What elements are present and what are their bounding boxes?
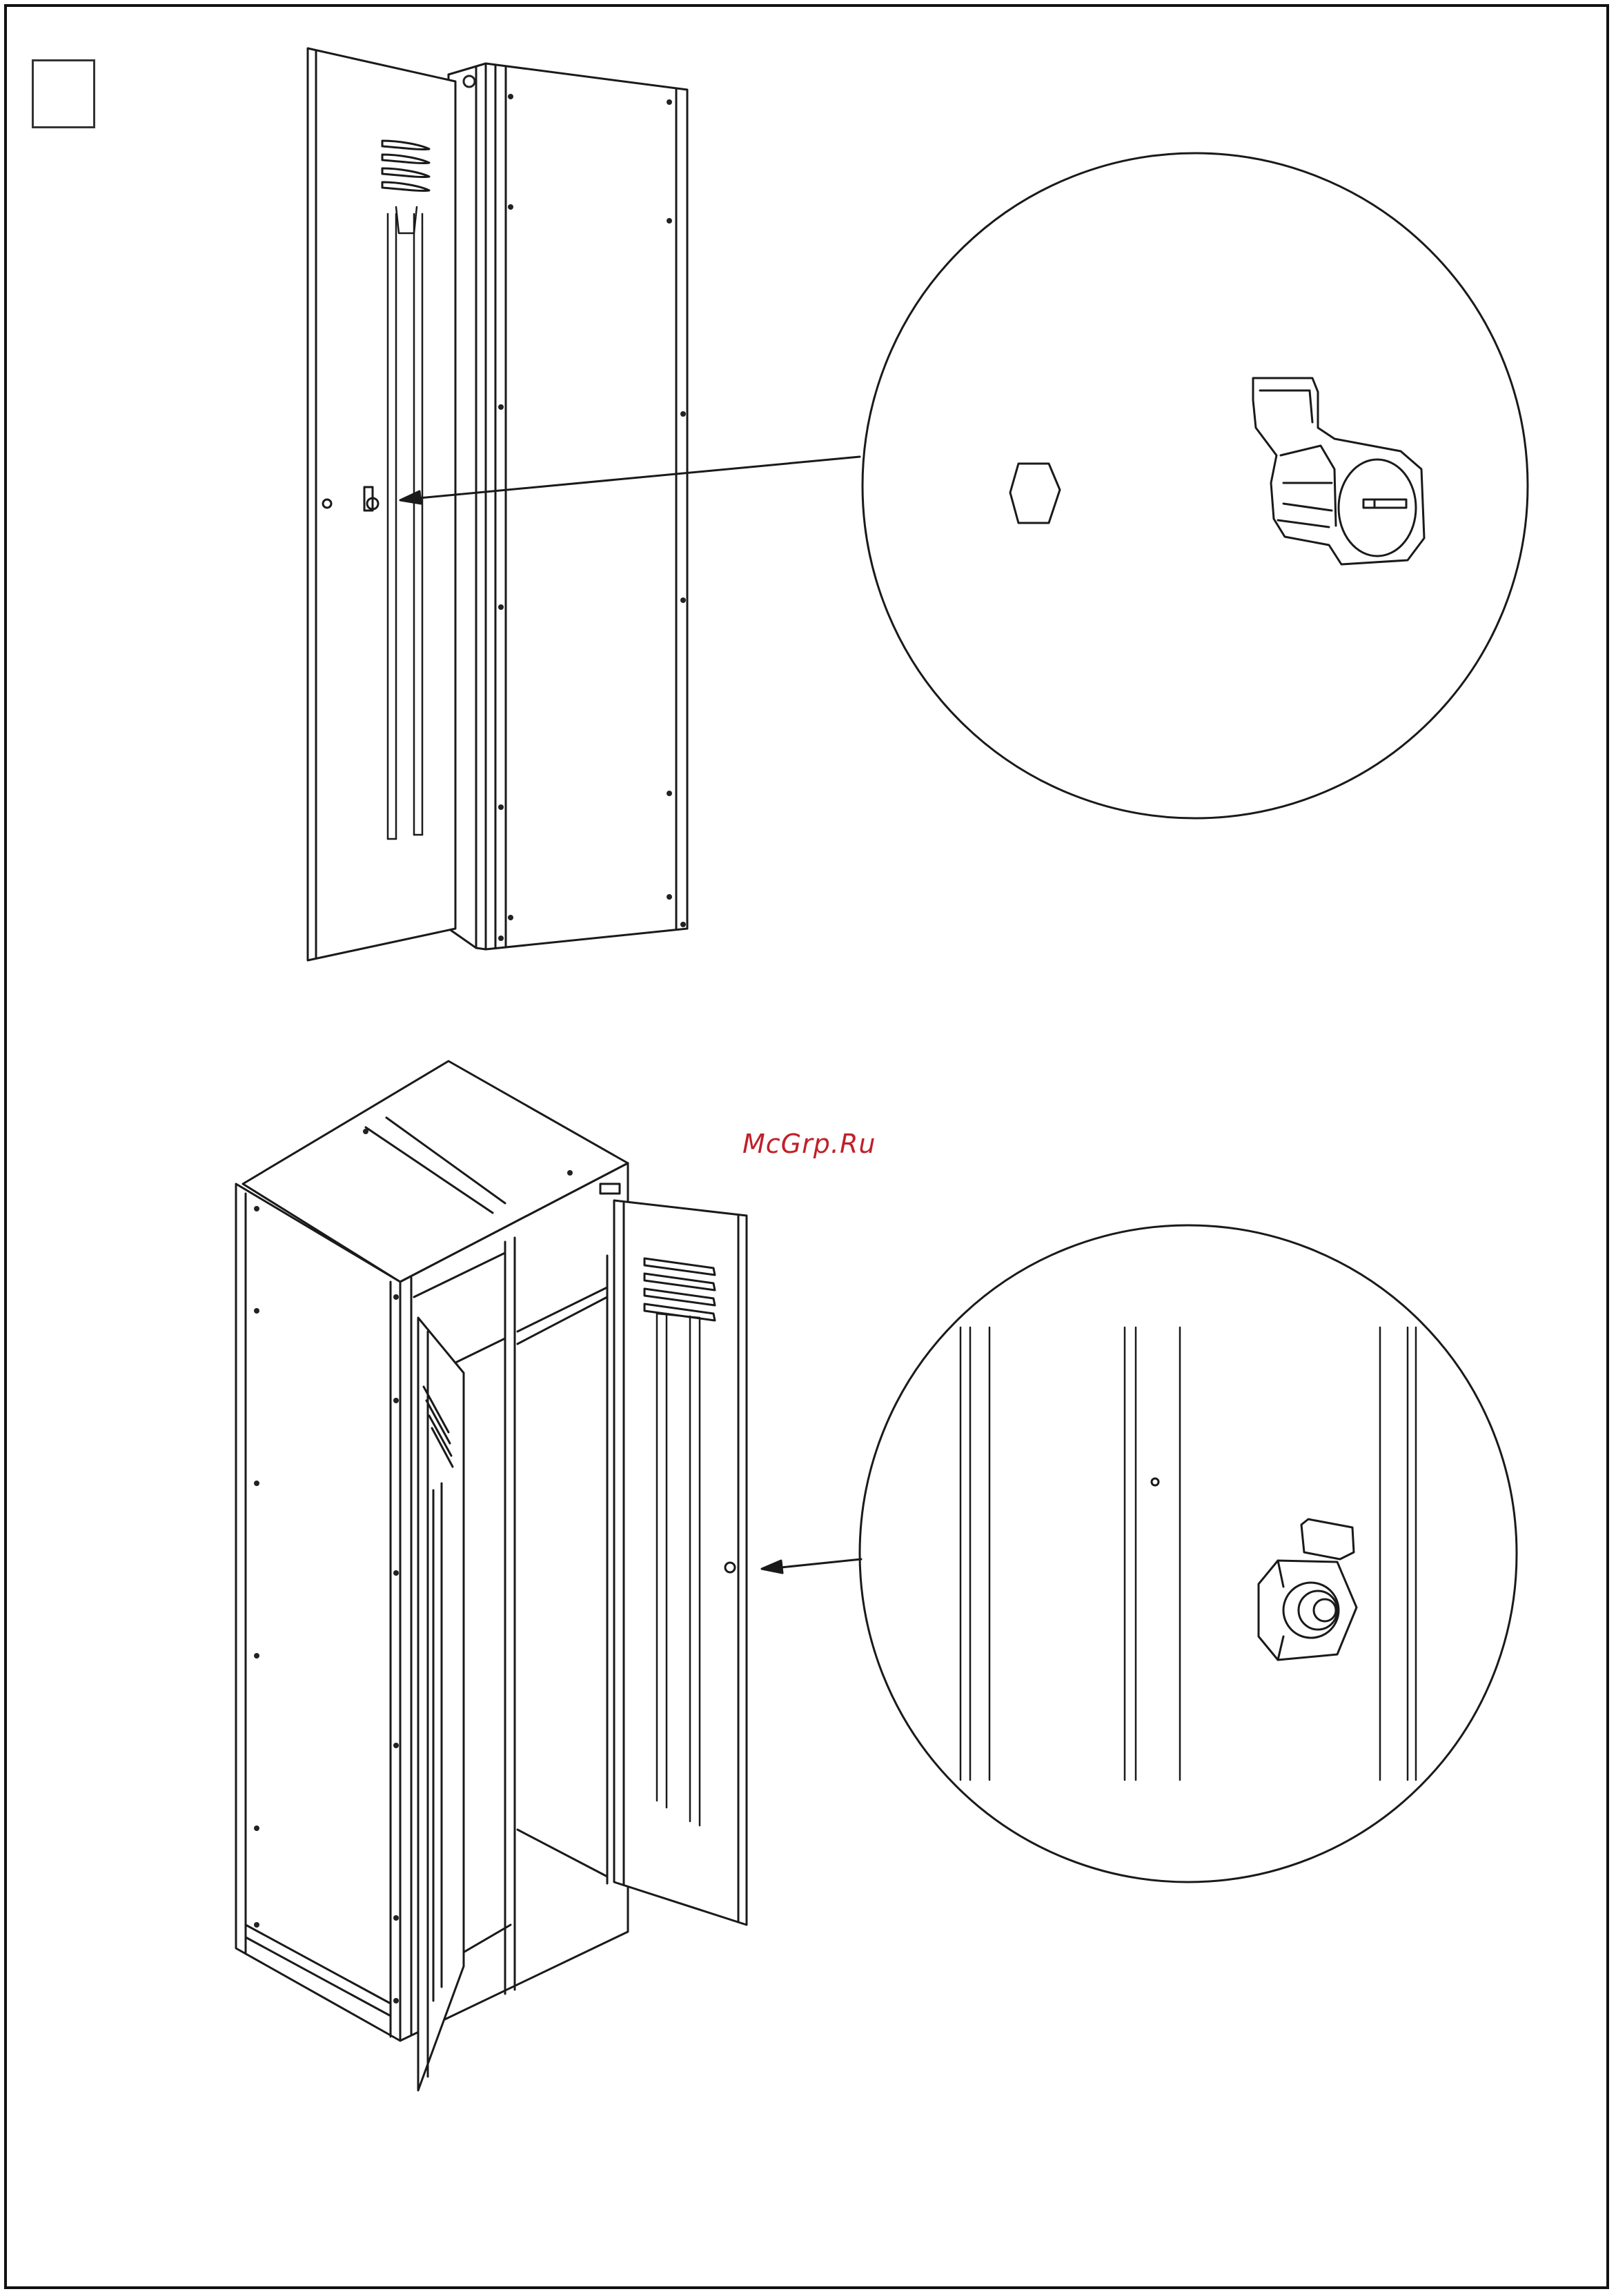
- door-hole-icon: [1152, 1478, 1159, 1485]
- locker-front-view: [308, 48, 860, 960]
- door-hole-icon: [1010, 464, 1060, 523]
- camlock-icon: [1253, 378, 1424, 564]
- lock-detail-top: [863, 153, 1528, 818]
- left-door: [418, 1318, 464, 2090]
- cabinet-body: [449, 63, 687, 949]
- lock-detail-bottom: [860, 1225, 1517, 1882]
- open-door: [308, 48, 455, 960]
- locker-perspective-view: [236, 1061, 861, 2090]
- right-door: [614, 1200, 747, 1925]
- detail-arrow-bottom: [762, 1559, 861, 1573]
- camlock-nut-icon: [1259, 1519, 1357, 1660]
